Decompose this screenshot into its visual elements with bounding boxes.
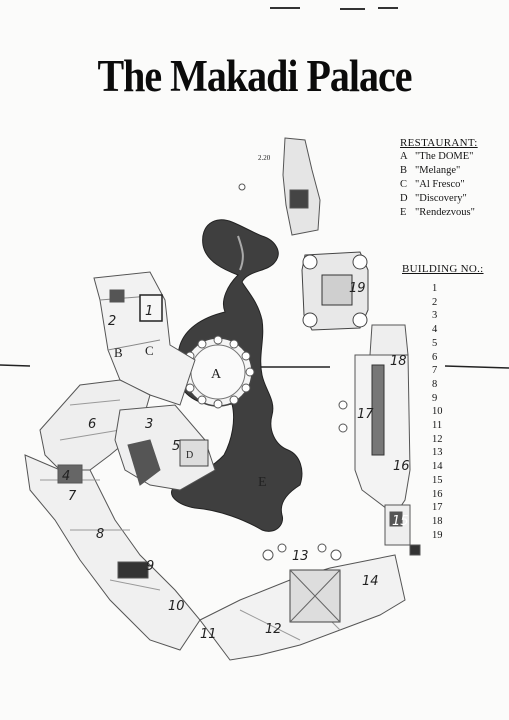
- page-title: The Makadi Palace: [97, 49, 412, 102]
- restaurant-name: "Al Fresco": [415, 179, 465, 190]
- scan-mark: [270, 7, 300, 9]
- label-building-10: 10: [168, 599, 185, 614]
- label-building-16: 16: [393, 459, 410, 474]
- building-number: 18: [432, 515, 443, 527]
- building-number: 17: [432, 502, 443, 514]
- building-number: 13: [432, 447, 443, 459]
- label-restaurant-a: A: [211, 367, 222, 382]
- label-restaurant-b: B: [114, 345, 123, 360]
- label-restaurant-c: C: [145, 343, 154, 358]
- building-18: [369, 324, 409, 356]
- building-number: 15: [432, 474, 443, 486]
- restaurant-legend-item: C "Al Fresco": [400, 178, 505, 192]
- building-number: 8: [432, 378, 438, 390]
- label-building-15: 15: [392, 514, 409, 529]
- building-number: 10: [432, 406, 443, 418]
- label-restaurant-e: E: [258, 475, 267, 490]
- label-restaurant-d: D: [186, 450, 193, 461]
- discovery-restaurant-block: [179, 439, 209, 467]
- building-legend-heading: BUILDING NO.:: [402, 263, 484, 275]
- label-building-9: 9: [146, 559, 154, 574]
- building-number: 4: [432, 324, 438, 336]
- dome-columns: [181, 335, 255, 409]
- building-number: 7: [432, 365, 438, 377]
- label-building-7: 7: [68, 489, 77, 504]
- building-number: 1: [432, 283, 438, 294]
- building-number: 3: [432, 310, 438, 322]
- restaurant-name: "Discovery": [415, 193, 467, 204]
- restaurant-letter: A: [400, 151, 408, 162]
- building-number: 12: [432, 433, 443, 445]
- label-building-19: 19: [349, 281, 366, 296]
- label-building-2: 2: [108, 314, 116, 329]
- building-17-core: [371, 364, 385, 456]
- building-number: 5: [432, 337, 438, 349]
- building-number: 14: [432, 461, 443, 473]
- restaurant-letter: C: [400, 179, 408, 190]
- restaurant-legend: RESTAURANT: A "The DOME" B "Melange" C "Al …: [400, 136, 505, 220]
- building-wing-north: [93, 271, 196, 406]
- label-building-12: 12: [265, 622, 282, 637]
- building-19-towers: [302, 254, 368, 328]
- courtyard-trees: [262, 543, 342, 561]
- scale-note: 2.20: [258, 154, 271, 162]
- map-labels: A B C D E 1 2 3 4 5 6 7 8 9 10 11 12 13 …: [62, 154, 410, 642]
- building-number: 19: [432, 529, 443, 541]
- restaurant-legend-item: B "Melange": [400, 164, 505, 178]
- building-number: 9: [432, 392, 438, 404]
- label-building-5: 5: [172, 439, 180, 454]
- jetty: [282, 137, 321, 236]
- label-building-8: 8: [96, 527, 104, 542]
- label-building-17: 17: [357, 407, 374, 422]
- label-building-11: 11: [200, 627, 217, 642]
- dark-block: [127, 439, 161, 486]
- building-9-detail: [117, 561, 149, 579]
- restaurant-letter: E: [400, 207, 407, 218]
- building-wing-southwest: [24, 454, 201, 651]
- restaurant-legend-item: D "Discovery": [400, 192, 505, 206]
- label-building-13: 13: [292, 549, 309, 564]
- building-1-block: [139, 294, 163, 322]
- restaurant-name: "Rendezvous": [415, 207, 475, 218]
- label-building-14: 14: [362, 574, 379, 589]
- label-building-6: 6: [88, 417, 96, 432]
- restaurant-legend-item: E "Rendezvous": [400, 206, 505, 220]
- label-building-1: 1: [145, 304, 153, 319]
- building-7-detail: [57, 464, 83, 484]
- label-building-3: 3: [145, 417, 153, 432]
- restaurant-letter: B: [400, 165, 408, 176]
- restaurant-legend-heading: RESTAURANT:: [400, 137, 478, 149]
- building-number: 11: [432, 420, 443, 432]
- building-number: 6: [432, 351, 438, 363]
- scan-mark: [378, 7, 398, 9]
- scan-mark: [340, 8, 365, 10]
- building-17-pillars: [338, 400, 348, 433]
- restaurant-name: "The DOME": [415, 151, 474, 162]
- restaurant-legend-item: A "The DOME": [400, 150, 505, 164]
- label-building-18: 18: [390, 354, 407, 369]
- restaurant-name: "Melange": [415, 165, 461, 176]
- label-building-4: 4: [62, 469, 70, 484]
- building-number: 16: [432, 488, 443, 500]
- lagoon-highlight: [237, 235, 244, 271]
- building-number: 2: [432, 296, 438, 308]
- restaurant-letter: D: [400, 193, 408, 204]
